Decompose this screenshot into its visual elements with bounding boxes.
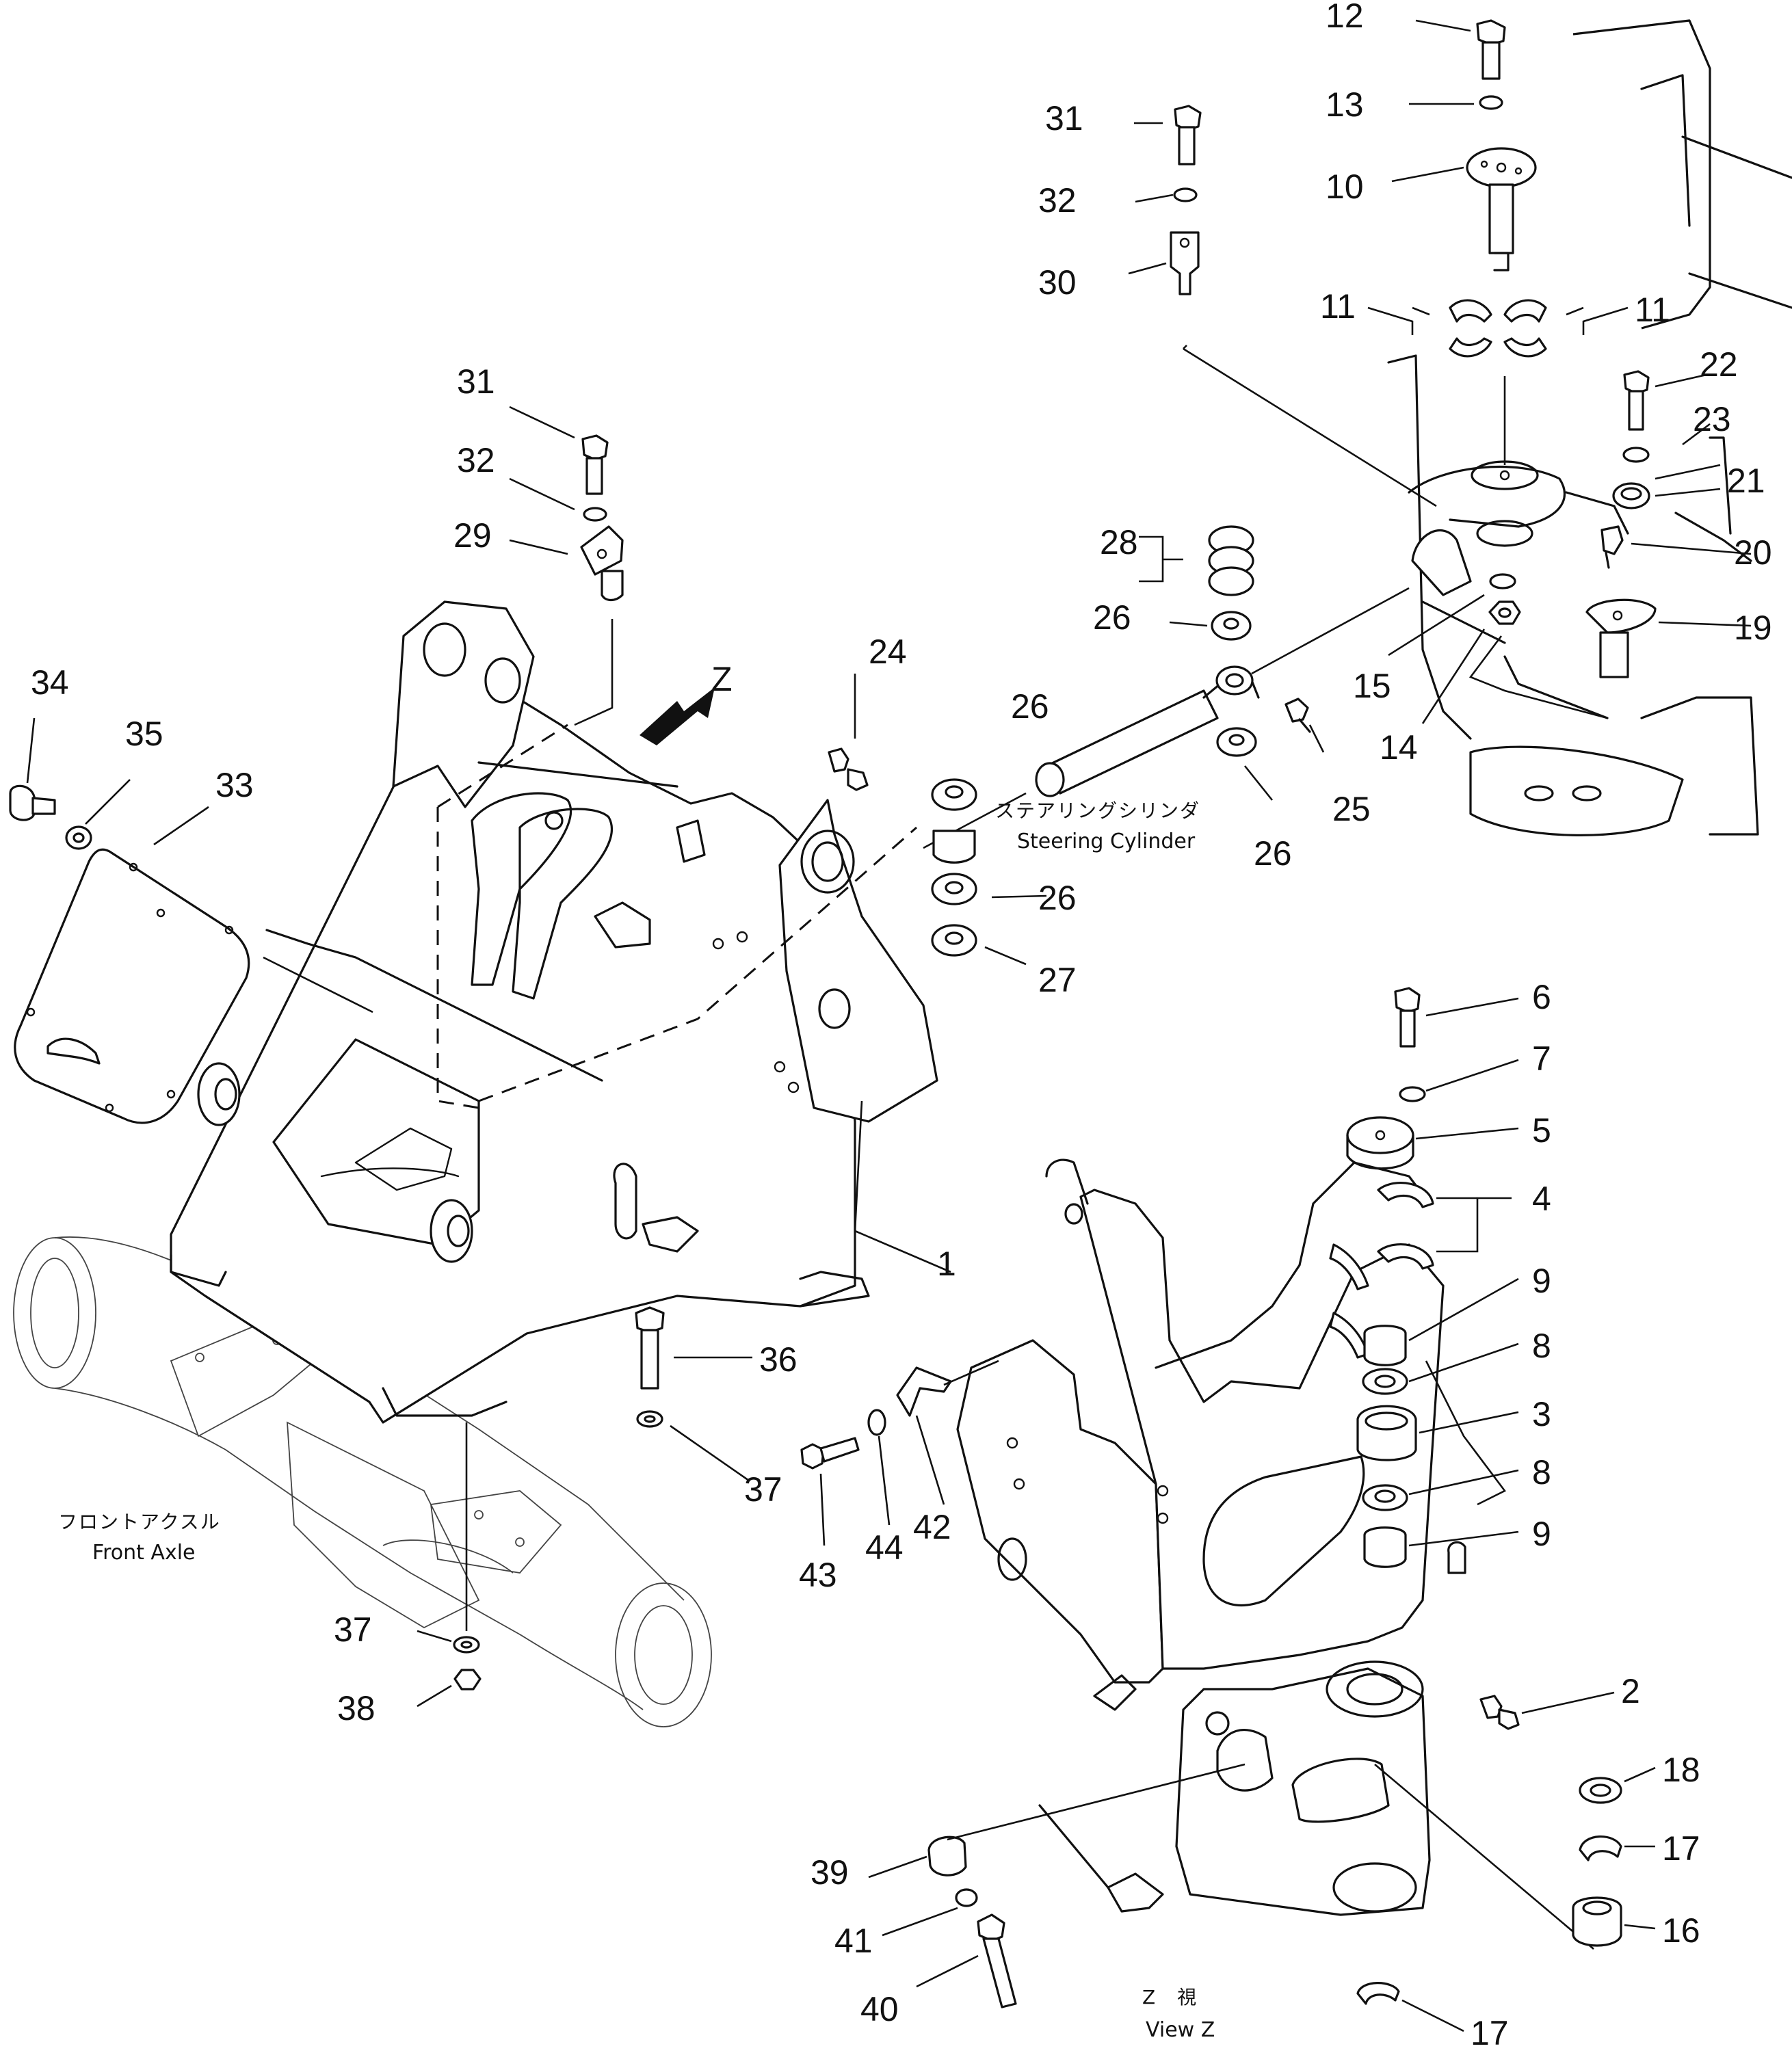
callout-28: 28 xyxy=(1100,523,1138,561)
callout-9a: 9 xyxy=(1532,1262,1551,1300)
callout-30: 30 xyxy=(1038,263,1077,302)
callout-11b: 11 xyxy=(1635,291,1670,329)
callout-18: 18 xyxy=(1662,1751,1700,1789)
callout-37a: 37 xyxy=(744,1470,782,1509)
callout-36: 36 xyxy=(759,1340,798,1379)
rear-frame-drawing xyxy=(170,600,938,1424)
callout-26a: 26 xyxy=(1011,687,1049,726)
callout-42: 42 xyxy=(913,1508,951,1546)
callout-9b: 9 xyxy=(1532,1515,1551,1553)
front-axle-caption-en: Front Axle xyxy=(92,1541,195,1565)
callout-17a: 17 xyxy=(1662,1829,1700,1868)
callout-8b: 8 xyxy=(1532,1453,1551,1491)
callout-26b: 26 xyxy=(1093,598,1131,637)
callout-14: 14 xyxy=(1380,728,1418,767)
steering-cylinder-caption-en: Steering Cylinder xyxy=(1017,830,1196,853)
callout-39: 39 xyxy=(811,1853,849,1892)
callout-4: 4 xyxy=(1532,1180,1551,1218)
view-z-arrow: Z xyxy=(640,660,733,745)
view-z-caption-jp: Z 視 xyxy=(1142,1986,1198,2008)
callout-33: 33 xyxy=(215,766,254,804)
callout-19: 19 xyxy=(1734,609,1772,647)
callout-35: 35 xyxy=(125,715,163,753)
callout-21: 21 xyxy=(1727,462,1765,500)
cover-plate-drawing xyxy=(14,848,373,1124)
view-z-caption-en: View Z xyxy=(1146,2018,1215,2042)
callout-2: 2 xyxy=(1621,1672,1640,1710)
callout-32a: 32 xyxy=(1038,181,1077,220)
front-frame-view-z-drawing xyxy=(956,1158,1594,1950)
callout-23: 23 xyxy=(1693,400,1731,438)
steering-cylinder-caption-jp: ステアリングシリンダ xyxy=(995,799,1200,822)
callout-1: 1 xyxy=(937,1245,956,1283)
callout-27: 27 xyxy=(1038,961,1077,999)
front-axle-caption-jp: フロントアクスル xyxy=(58,1511,221,1533)
callout-20: 20 xyxy=(1734,533,1772,572)
view-arrow-letter: Z xyxy=(711,660,733,698)
callout-25: 25 xyxy=(1332,790,1371,828)
steering-cylinder-drawing xyxy=(923,587,1410,849)
leader-lines xyxy=(26,19,1752,2032)
callout-6: 6 xyxy=(1532,978,1551,1016)
callout-3: 3 xyxy=(1532,1395,1551,1433)
front-frame-hinge-drawing xyxy=(1183,19,1792,836)
callout-11a: 11 xyxy=(1320,287,1356,326)
callout-7: 7 xyxy=(1532,1039,1551,1078)
callout-38: 38 xyxy=(337,1689,375,1727)
callout-37b: 37 xyxy=(334,1610,372,1649)
callout-22: 22 xyxy=(1700,345,1738,384)
callout-44: 44 xyxy=(865,1528,904,1567)
callout-8a: 8 xyxy=(1532,1327,1551,1365)
callout-31a: 31 xyxy=(1045,99,1083,137)
captions: フロントアクスル Front Axle ステアリングシリンダ Steering … xyxy=(58,799,1215,2042)
callout-24: 24 xyxy=(869,633,907,671)
callout-43: 43 xyxy=(799,1556,837,1594)
callout-10: 10 xyxy=(1326,168,1364,206)
callout-26d: 26 xyxy=(1038,879,1077,917)
callout-26c: 26 xyxy=(1254,834,1292,873)
callout-15: 15 xyxy=(1353,667,1391,705)
callout-41: 41 xyxy=(834,1922,873,1960)
callout-34: 34 xyxy=(31,663,69,702)
callout-17b: 17 xyxy=(1471,2014,1509,2052)
callout-16: 16 xyxy=(1662,1911,1700,1950)
callout-31b: 31 xyxy=(457,362,495,401)
callout-13: 13 xyxy=(1326,85,1364,124)
callout-numbers: 1 2 3 4 5 6 7 8 8 9 9 10 11 11 12 13 14 … xyxy=(31,0,1772,2052)
callout-29: 29 xyxy=(453,516,492,555)
callout-5: 5 xyxy=(1532,1111,1551,1150)
hardware-parts xyxy=(9,19,1657,2008)
callout-40: 40 xyxy=(860,1990,899,2028)
callout-12: 12 xyxy=(1326,0,1364,35)
callout-32b: 32 xyxy=(457,441,495,479)
